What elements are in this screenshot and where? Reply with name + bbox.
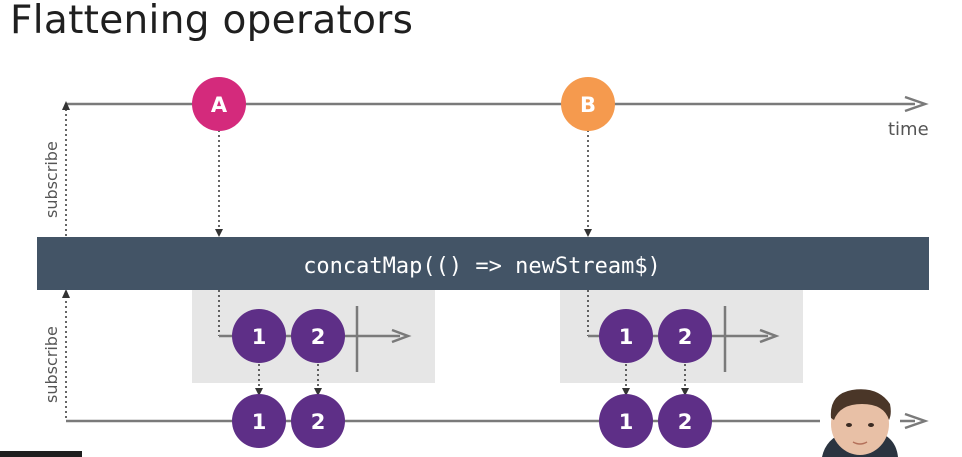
corner-overlay-bar — [0, 451, 82, 457]
output-marble-3: 1 — [599, 394, 653, 448]
subscribe-arrow-top-head — [62, 101, 70, 110]
output-timeline-arrowhead — [904, 412, 929, 430]
output-marble-1: 1 — [232, 394, 286, 448]
inner-1-marble-2: 2 — [291, 309, 345, 363]
inner-stream-1: 1 2 — [218, 290, 412, 396]
page-title: Flattening operators — [10, 0, 414, 43]
svg-text:2: 2 — [311, 325, 326, 349]
svg-text:2: 2 — [678, 325, 693, 349]
inner-1-marble-1: 1 — [232, 309, 286, 363]
svg-text:1: 1 — [619, 410, 634, 434]
svg-text:A: A — [211, 93, 228, 117]
subscribe-label-top: subscribe — [42, 141, 61, 218]
source-a-drop-head — [215, 229, 223, 237]
inner-stream-2: 1 2 — [587, 290, 780, 396]
output-marble-4: 2 — [658, 394, 712, 448]
svg-text:1: 1 — [252, 410, 267, 434]
svg-text:B: B — [580, 93, 596, 117]
operator-label: concatMap(() => newStream$) — [303, 254, 661, 279]
svg-text:2: 2 — [311, 410, 326, 434]
source-timeline-arrowhead — [904, 95, 929, 113]
source-marble-b: B — [561, 77, 615, 131]
presenter-avatar — [820, 385, 900, 457]
svg-text:1: 1 — [619, 325, 634, 349]
subscribe-label-bottom: subscribe — [42, 326, 61, 403]
time-label: time — [888, 119, 929, 140]
source-b-drop-head — [584, 229, 592, 237]
svg-text:1: 1 — [252, 325, 267, 349]
subscribe-arrow-bottom-head — [62, 289, 70, 298]
output-marble-2: 2 — [291, 394, 345, 448]
operator-bar — [37, 237, 929, 290]
inner-2-marble-1: 1 — [599, 309, 653, 363]
source-marble-a: A — [192, 77, 246, 131]
inner-2-marble-2: 2 — [658, 309, 712, 363]
svg-text:2: 2 — [678, 410, 693, 434]
